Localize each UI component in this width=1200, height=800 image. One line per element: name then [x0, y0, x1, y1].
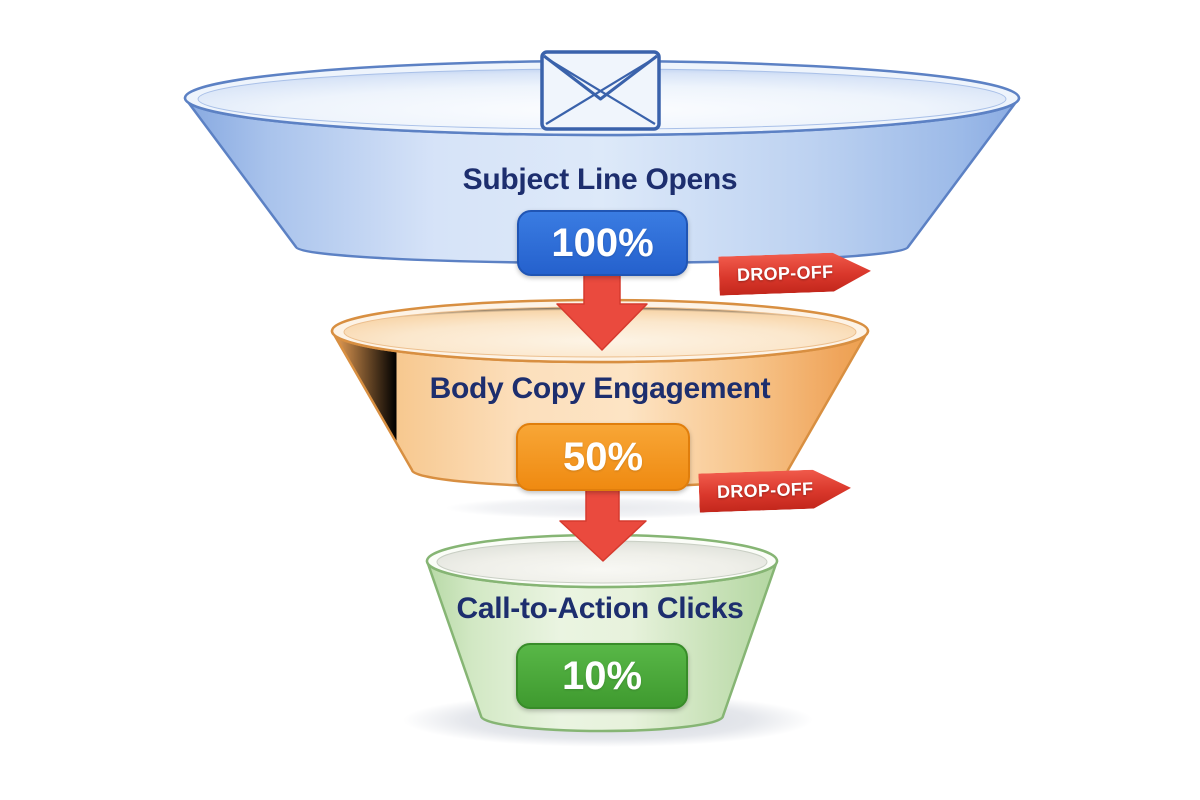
envelope-icon — [540, 50, 661, 131]
stage-1-value-badge: 100% — [517, 210, 688, 276]
funnel-stage-2-bowl — [330, 298, 870, 489]
stage-2-value-badge: 50% — [516, 423, 690, 491]
stage-3-value-badge: 10% — [516, 643, 688, 709]
stage-1-label: Subject Line Opens — [462, 163, 738, 196]
stage-3-label: Call-to-Action Clicks — [456, 592, 744, 625]
stage-2-label: Body Copy Engagement — [429, 372, 771, 405]
